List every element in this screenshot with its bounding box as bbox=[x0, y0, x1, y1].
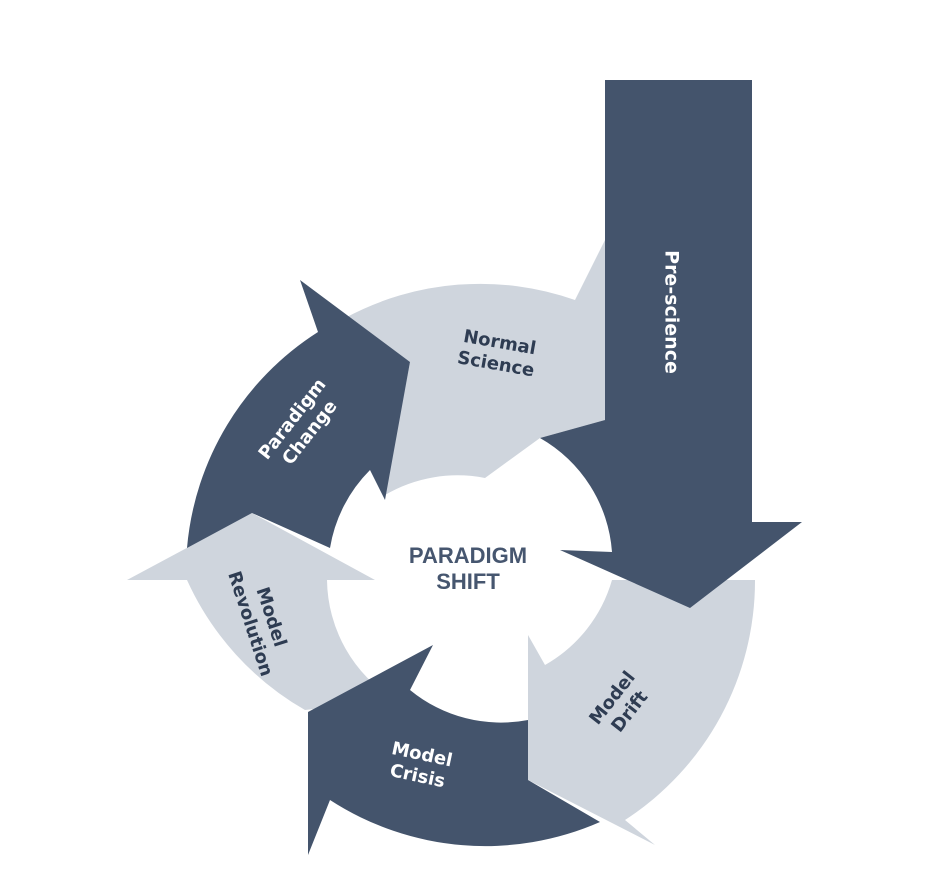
model-revolution-arrow bbox=[127, 513, 395, 710]
model-crisis-arrow bbox=[308, 645, 600, 855]
model-drift-arrow bbox=[528, 580, 756, 845]
center-title-line2: SHIFT bbox=[436, 569, 500, 594]
center-title-line1: PARADIGM bbox=[409, 543, 527, 568]
pre-science-label: Pre-science bbox=[661, 250, 683, 374]
paradigm-change-arrow bbox=[187, 280, 410, 548]
pre-science-arrow bbox=[540, 80, 802, 608]
normal-science-arrow bbox=[345, 240, 605, 495]
